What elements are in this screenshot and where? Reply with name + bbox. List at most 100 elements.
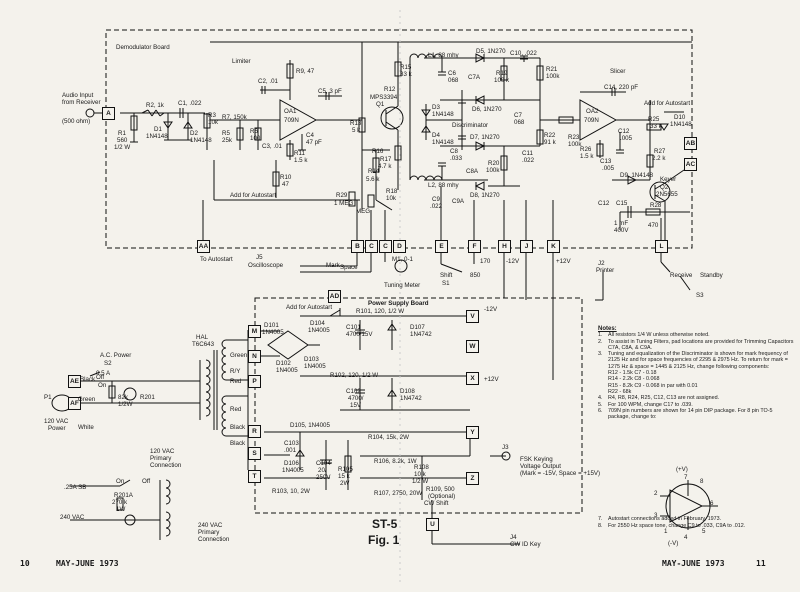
connector-y: Y <box>466 426 479 439</box>
psu-off-label: Off <box>96 374 105 381</box>
demod-d1-label: D1 <box>154 126 162 133</box>
demod-q2v-label: 2N5655 <box>656 191 678 198</box>
psu-p240a-label: 240 VAC <box>198 522 223 529</box>
psu-j4-label: J4 <box>510 534 517 541</box>
demod-c13v-label: .005 <box>602 165 615 172</box>
audio-input-label: Audio Input <box>62 92 94 99</box>
footer-right-page: 11 <box>756 559 766 568</box>
power-supply-board-label: Power Supply Board <box>368 300 429 307</box>
psu-d106t-label: 1N4005 <box>282 467 304 474</box>
bridge-rectifier <box>267 330 309 360</box>
demod-r14-label: R14 <box>368 168 380 175</box>
connector-j: J <box>520 240 533 253</box>
pin-p5-label: 5 <box>702 528 706 535</box>
connector-z: Z <box>466 472 479 485</box>
demod-n850-label: 850 <box>470 272 481 279</box>
demod-c1-label: C1, .022 <box>178 100 202 107</box>
notes-header: Notes: <box>598 326 617 332</box>
connector-c2: C <box>379 240 392 253</box>
demod-c9-label: C9 <box>432 196 440 203</box>
note-item: R12 - 1.5k C7 - 0.18 <box>598 370 794 376</box>
connector-x: X <box>466 372 479 385</box>
psu-d107t-label: 1N4742 <box>410 331 432 338</box>
demod-mark-label: Mark <box>326 262 340 269</box>
demod-r1-label: R1 <box>118 130 126 137</box>
demod-r26v-label: 1.5 k <box>580 153 594 160</box>
demod-c2-label: C2, .01 <box>258 78 278 85</box>
psu-cwid-label: CW ID Key <box>510 541 541 548</box>
pin-p1-label: 1 <box>664 528 668 535</box>
demod-r22v-label: 91 k <box>544 139 556 146</box>
diode-d5 <box>475 53 486 63</box>
connector-m: M <box>248 325 261 338</box>
connector-af: AF <box>68 397 81 410</box>
demod-r23v-label: 100k <box>568 141 582 148</box>
pin-vm-label: (-V) <box>668 540 679 547</box>
demod-standby-label: Standby <box>700 272 723 279</box>
demod-c11v-label: .022 <box>522 157 535 164</box>
psu-r104-label: R104, 15k, 2W <box>368 434 409 441</box>
psu-r101-label: R101, 120, 1/2 W <box>356 308 405 315</box>
demod-r25-label: R25 <box>648 116 660 123</box>
demod-l1-label: L1, 88 mhy <box>428 52 459 59</box>
demod-ic1-label: 709N <box>284 117 299 124</box>
connector-aa: AA <box>197 240 210 253</box>
demod-aa-label: Add for Autostart <box>230 192 277 199</box>
psu-gr-label: Green <box>230 352 248 359</box>
note-item: 5.For 100 WPM, change C17 to .039. <box>598 402 794 408</box>
footer-left-date: MAY-JUNE 1973 <box>56 559 119 568</box>
connector-u: U <box>426 518 439 531</box>
psu-j3-label: J3 <box>502 444 509 451</box>
psu-m12-label: -12V <box>484 306 498 313</box>
demod-r16-label: R16 <box>372 148 384 155</box>
demod-d2-label: D2 <box>190 130 198 137</box>
psu-v120-label: 120 VAC <box>44 418 69 425</box>
demod-c10-label: C10, .022 <box>510 50 537 57</box>
note-text: R14 - 2.2k C8 - 0.068 <box>608 376 660 383</box>
psu-hal2-label: T6C643 <box>192 341 215 348</box>
demod-r19-label: R19 <box>496 70 508 77</box>
demod-keyer-label: Keyer <box>660 176 677 183</box>
demod-d9-label: D9, 1N4148 <box>620 172 654 179</box>
demod-r3v-label: 10k <box>208 119 218 126</box>
demod-receive-label: Receive <box>670 272 693 279</box>
demod-r13v-label: 5 k <box>352 127 361 134</box>
psu-c104w-label: 250V <box>316 474 331 481</box>
demod-r12-label: R12 <box>384 86 396 93</box>
connector-w: W <box>466 340 479 353</box>
psu-p240b-label: Primary <box>198 529 220 536</box>
demod-c15-label: C15 <box>616 200 628 207</box>
psu-r103-label: R103, 10, 2W <box>272 488 310 495</box>
demod-c12b-label: C12 <box>598 200 610 207</box>
note-item: 8.For 2550 Hz space tone, change C9 to .… <box>598 523 794 529</box>
discriminator-label: Discriminator <box>452 122 489 129</box>
demod-d2t-label: 1N4148 <box>190 137 212 144</box>
note-number: 1. <box>598 332 603 339</box>
psu-d101-label: D101 <box>264 322 279 329</box>
psu-d108-label: D108 <box>400 388 415 395</box>
psu-pow-label: Power <box>48 425 66 432</box>
psu-red2-label: Red <box>230 406 242 413</box>
demod-c8a-label: C8A <box>466 168 479 175</box>
demod-r11v-label: 1.5 k <box>294 157 308 164</box>
psu-d104-label: D104 <box>310 320 325 327</box>
demod-r10-label: R10 <box>280 174 292 181</box>
connector-b: B <box>351 240 364 253</box>
note-item: R15 - 8.2k C9 - 0.068 in par with 0.01 <box>598 383 794 389</box>
demod-shift-label: Shift <box>440 272 453 279</box>
psu-white-label: White <box>78 424 94 431</box>
demod-r6v-label: 100 <box>250 135 261 142</box>
psu-p1-label: P1 <box>44 394 52 401</box>
note-text: 709N pin numbers are shown for 14 pin DI… <box>608 407 773 421</box>
connector-v: V <box>466 310 479 323</box>
connector-p: P <box>248 375 261 388</box>
psu-hal-label: HAL <box>196 334 209 341</box>
demod-r27v-label: 2.2 k <box>652 155 666 162</box>
psu-v240-label: 240 VAC <box>60 514 85 521</box>
pin-p4-label: 4 <box>684 534 688 541</box>
psu-aa-label: Add for Autostart <box>286 304 333 311</box>
note-item: 3.Tuning and equalization of the Discrim… <box>598 351 794 370</box>
psu-c102-label: C102 <box>346 388 361 395</box>
psu-prim1-label: 120 VAC <box>150 448 175 455</box>
